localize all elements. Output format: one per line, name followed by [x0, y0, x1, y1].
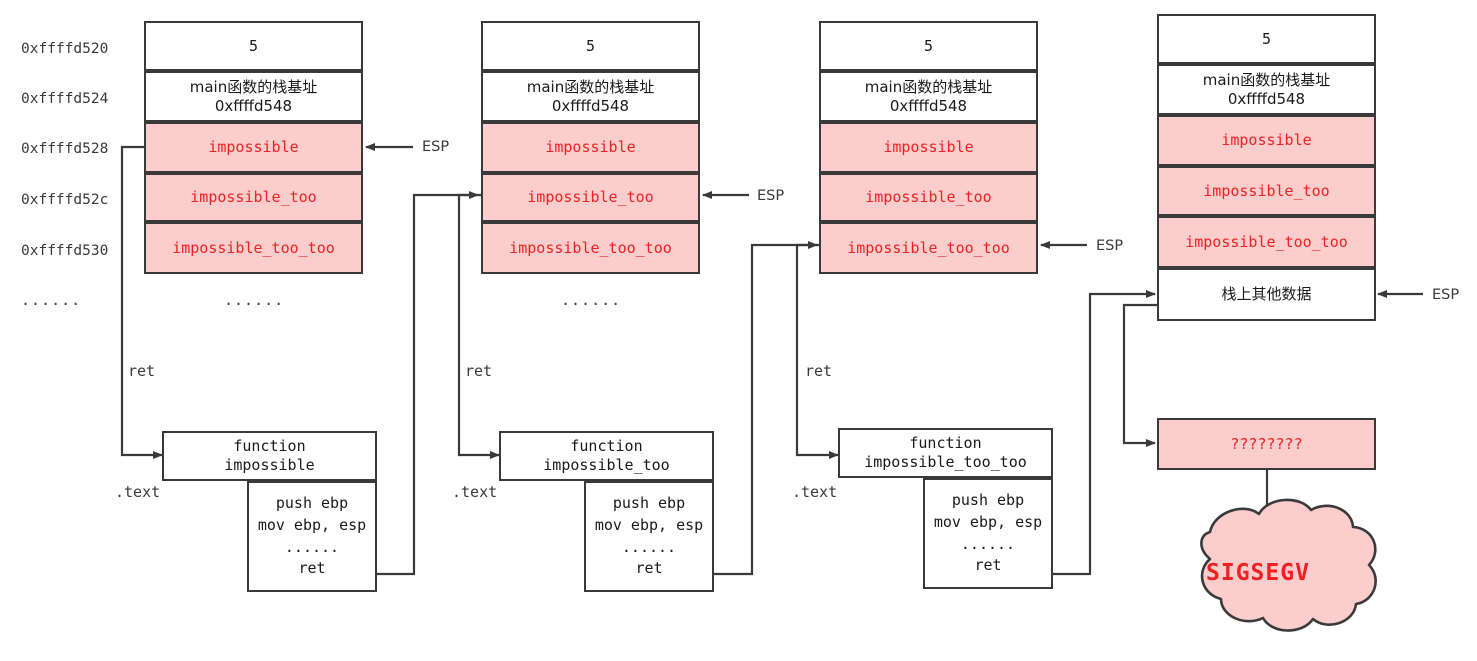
- text-section-label: .text: [115, 483, 161, 501]
- address-label-3: 0xffffd52c: [21, 192, 109, 208]
- ret-label: ret: [805, 362, 833, 380]
- stack-row[interactable]: impossible: [1157, 115, 1376, 166]
- text-section-label: .text: [792, 483, 838, 501]
- stack-row[interactable]: impossible: [481, 122, 700, 173]
- ret-path-2: [457, 193, 500, 459]
- esp-label: ESP: [757, 188, 785, 204]
- function-body[interactable]: push ebp mov ebp, esp ...... ret: [923, 478, 1053, 589]
- stack-row[interactable]: impossible_too: [144, 173, 363, 222]
- stack-row[interactable]: impossible_too: [1157, 166, 1376, 216]
- stack-row[interactable]: main函数的栈基址 0xffffd548: [481, 71, 700, 122]
- esp-label: ESP: [422, 139, 450, 155]
- stack-row[interactable]: impossible_too_too: [144, 222, 363, 274]
- stack-ellipsis: ......: [561, 291, 622, 309]
- function-header[interactable]: function impossible: [162, 431, 377, 481]
- ret-path-3: [795, 243, 839, 459]
- sigsegv-cloud: [1200, 498, 1377, 632]
- address-label-4: 0xffffd530: [21, 243, 109, 259]
- ret-label: ret: [128, 362, 156, 380]
- stack-row[interactable]: main函数的栈基址 0xffffd548: [1157, 64, 1376, 115]
- address-label-0: 0xffffd520: [21, 41, 109, 57]
- stack-row[interactable]: 5: [819, 21, 1038, 71]
- stack-row[interactable]: 5: [481, 21, 700, 71]
- function-body[interactable]: push ebp mov ebp, esp ...... ret: [584, 481, 714, 592]
- address-label-1: 0xffffd524: [21, 91, 109, 107]
- stack-row[interactable]: impossible_too_too: [1157, 216, 1376, 268]
- function-body[interactable]: push ebp mov ebp, esp ...... ret: [247, 481, 377, 592]
- ret-path-4: [1122, 303, 1157, 447]
- stack-row[interactable]: impossible_too: [819, 173, 1038, 222]
- esp-label: ESP: [1096, 238, 1124, 254]
- address-ellipsis: ......: [21, 291, 82, 309]
- stack-row[interactable]: impossible_too_too: [481, 222, 700, 274]
- stack-ellipsis: ......: [224, 291, 285, 309]
- sigsegv-label: SIGSEGV: [1206, 560, 1310, 586]
- stack-row[interactable]: main函数的栈基址 0xffffd548: [144, 71, 363, 122]
- function-header[interactable]: function impossible_too: [499, 431, 714, 481]
- text-section-label: .text: [452, 483, 498, 501]
- stack-row[interactable]: impossible: [819, 122, 1038, 173]
- function-header[interactable]: function impossible_too_too: [838, 428, 1053, 478]
- address-label-2: 0xffffd528: [21, 141, 109, 157]
- ret-path-1: [120, 145, 163, 459]
- stack-row[interactable]: impossible_too_too: [819, 222, 1038, 274]
- unknown-address-box[interactable]: ????????: [1157, 418, 1376, 470]
- stack-row[interactable]: 5: [1157, 14, 1376, 64]
- ret-label: ret: [465, 362, 493, 380]
- stack-row[interactable]: impossible: [144, 122, 363, 173]
- esp-label: ESP: [1432, 287, 1460, 303]
- stack-row[interactable]: main函数的栈基址 0xffffd548: [819, 71, 1038, 122]
- stack-row[interactable]: impossible_too: [481, 173, 700, 222]
- stack-row[interactable]: 5: [144, 21, 363, 71]
- stack-row[interactable]: 栈上其他数据: [1157, 268, 1376, 321]
